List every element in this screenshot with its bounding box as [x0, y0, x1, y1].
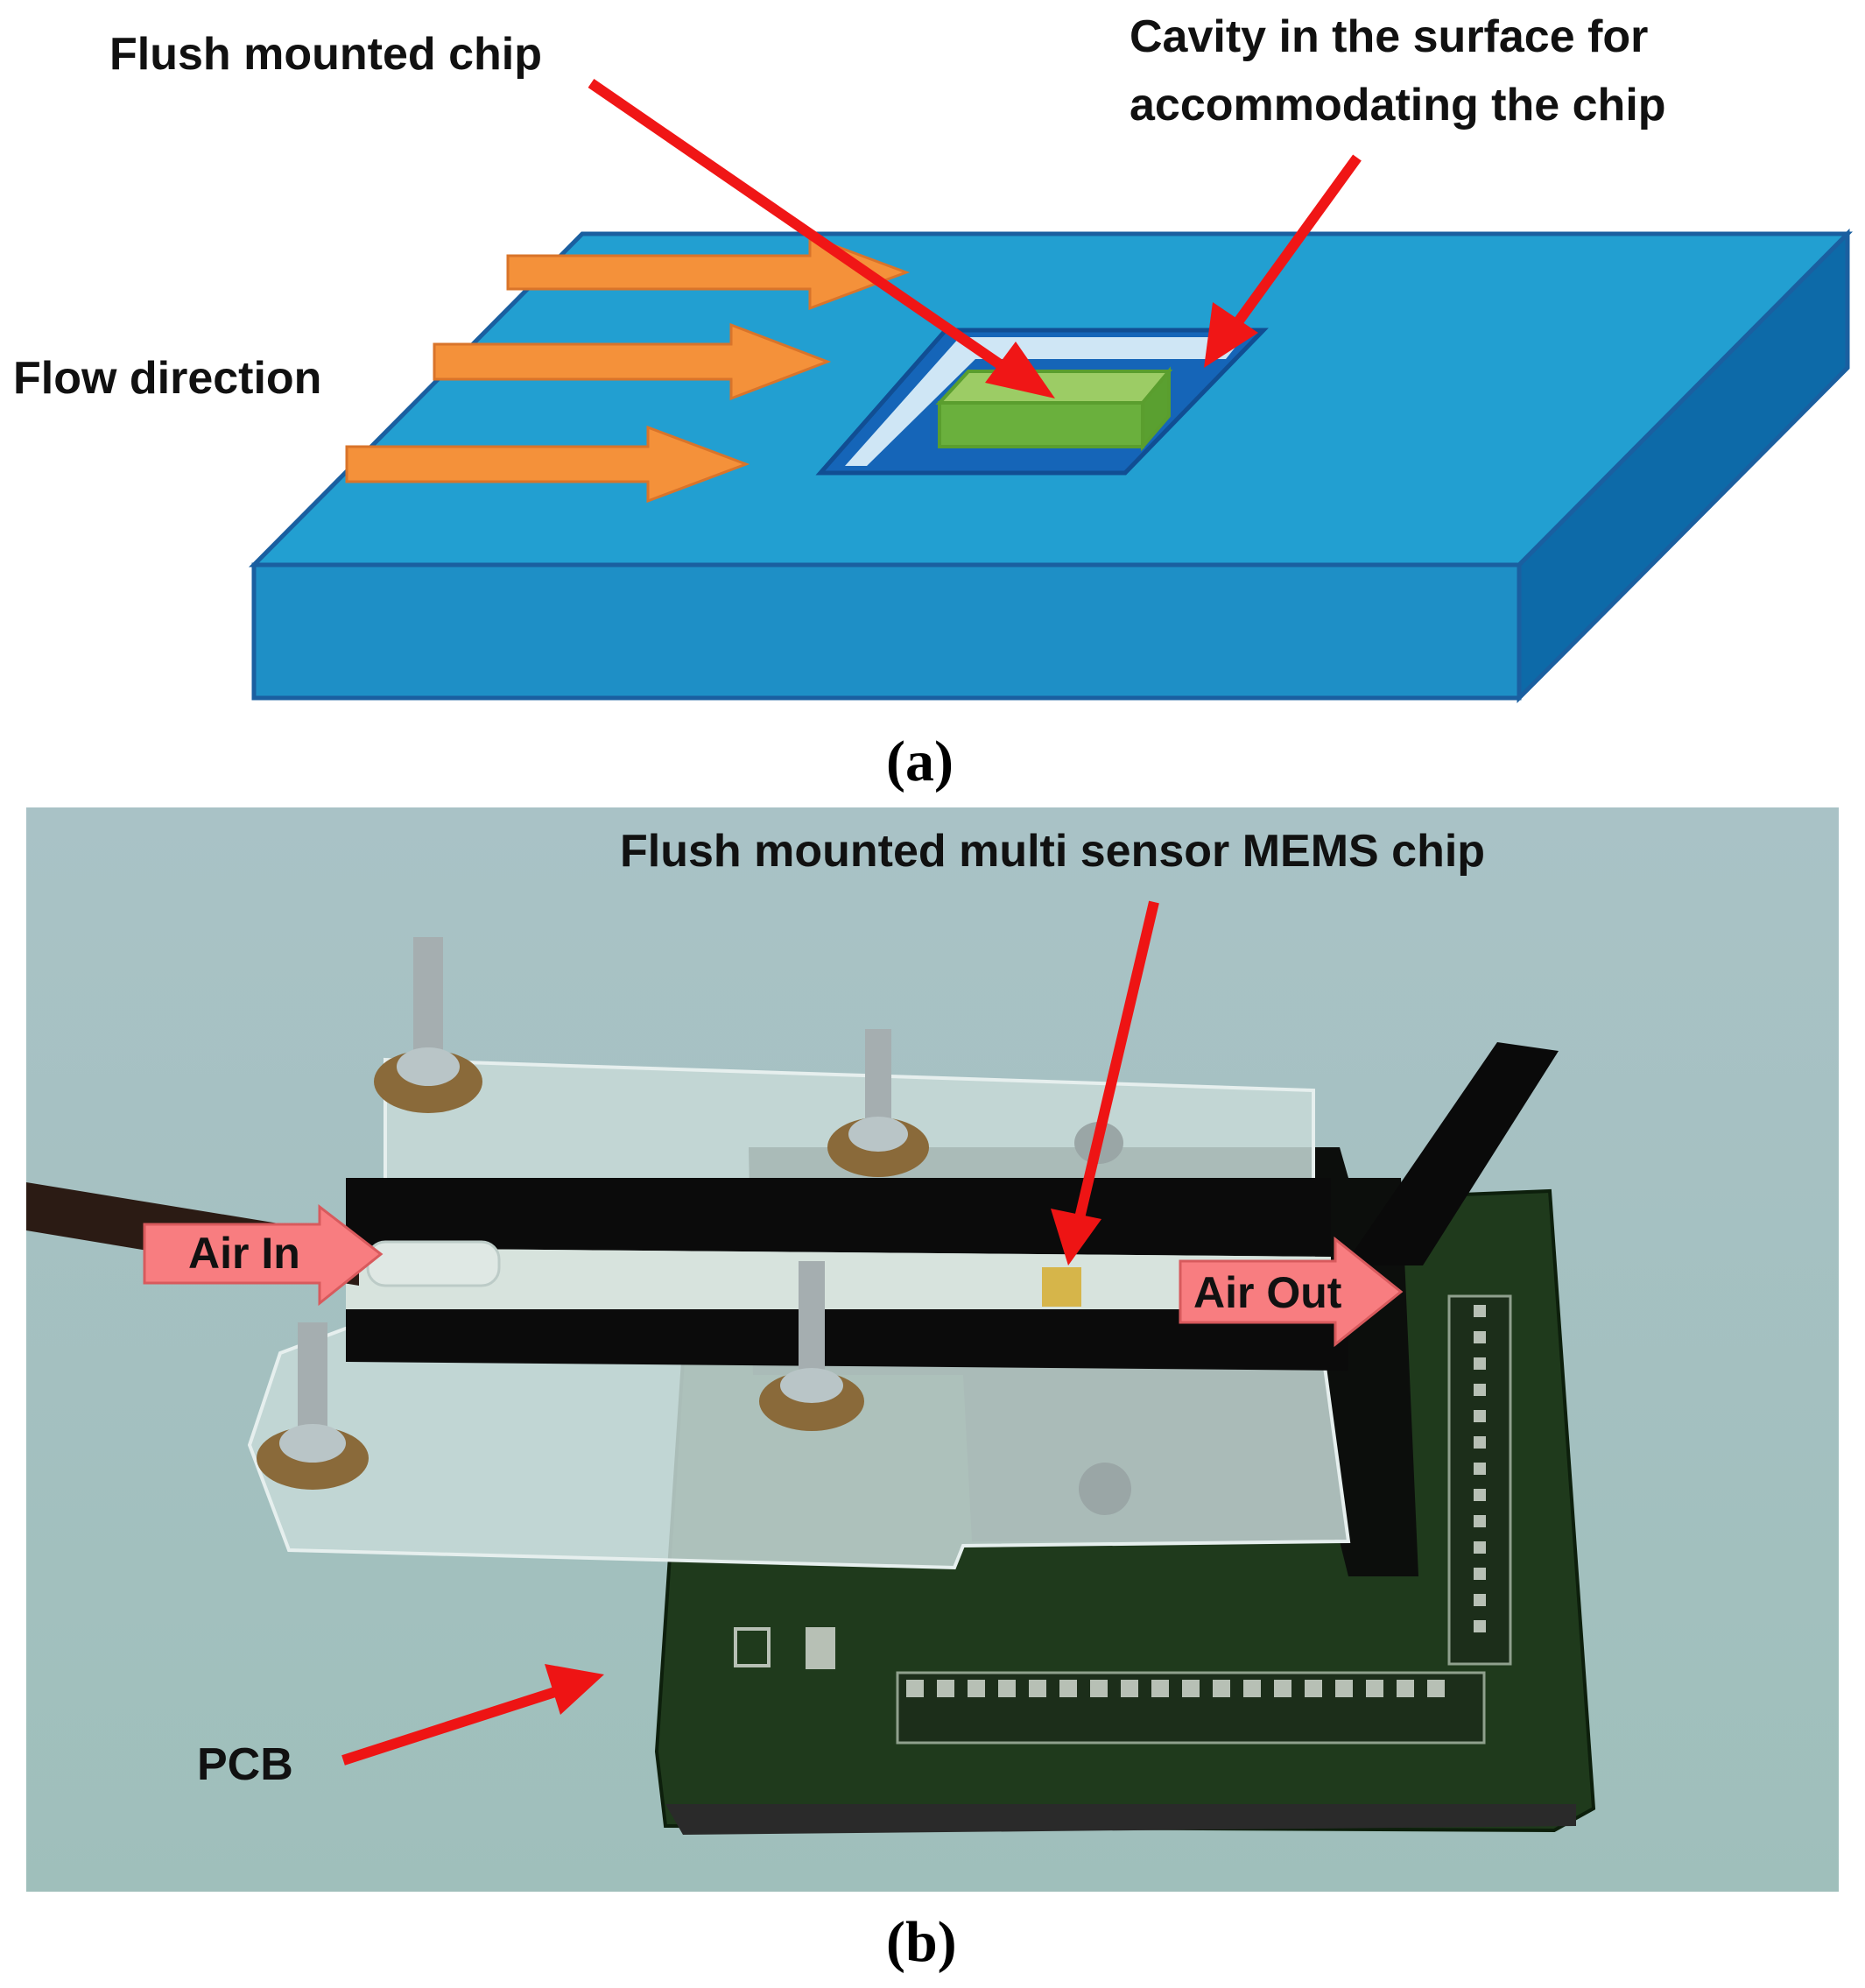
cavity-label-line2: accommodating the chip — [1130, 80, 1666, 130]
pcb-bottom-edge — [665, 1804, 1576, 1835]
air-channel — [346, 1248, 1331, 1309]
flow-direction-label: Flow direction — [13, 353, 322, 404]
chip-side — [1141, 366, 1171, 452]
cavity-gap — [845, 337, 1243, 466]
header-pins-bottom — [906, 1680, 1445, 1697]
screw — [374, 937, 482, 1113]
mems-pointer-arrow — [1051, 900, 1159, 1265]
air-in-tag — [143, 1203, 384, 1307]
pcb-pointer-arrow — [341, 1664, 604, 1766]
caption-b: (b) — [886, 1910, 957, 1974]
plate-side-face — [1517, 228, 1850, 704]
pin-header-right — [1447, 1294, 1512, 1666]
pcb-label: PCB — [197, 1739, 293, 1790]
black-handle — [1344, 1042, 1559, 1265]
flow-arrow — [345, 425, 750, 504]
chip-pointer-arrow — [588, 79, 1055, 398]
mount-post — [1079, 1463, 1131, 1515]
screw — [257, 1322, 369, 1490]
air-out-label: Air Out — [1193, 1268, 1342, 1317]
mems-chip — [1042, 1267, 1081, 1307]
air-out-tag — [1179, 1236, 1404, 1348]
tube-inlet — [366, 1240, 501, 1287]
header-pins-right — [1474, 1305, 1486, 1632]
caption-a: (a) — [886, 730, 954, 793]
flow-arrow — [506, 234, 911, 311]
screw — [827, 1029, 929, 1177]
cavity-pointer-arrow — [1204, 154, 1362, 368]
panel-a-diagram — [248, 79, 1854, 704]
pcb-component — [806, 1627, 835, 1669]
air-in-label: Air In — [188, 1229, 300, 1278]
channel-strip-lower — [346, 1309, 1348, 1371]
pcb-component — [734, 1627, 771, 1667]
cavity-label-line1: Cavity in the surface for — [1130, 11, 1649, 62]
chip-label: Flush mounted chip — [109, 29, 542, 80]
flow-arrow — [433, 322, 832, 401]
screw — [759, 1261, 864, 1431]
mems-chip-label: Flush mounted multi sensor MEMS chip — [620, 826, 1486, 877]
